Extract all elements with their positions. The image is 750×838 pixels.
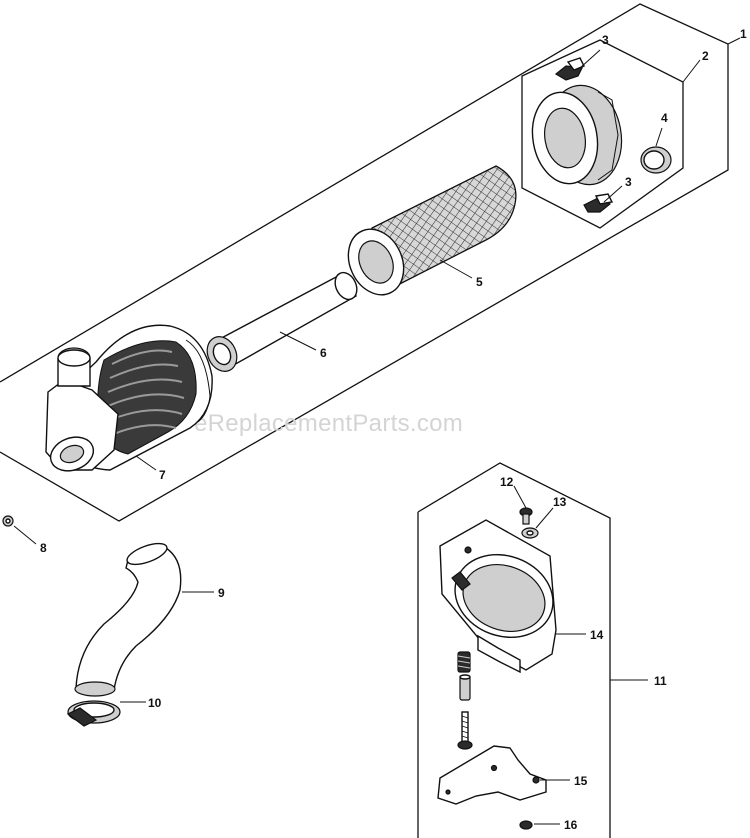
part-7-housing — [45, 324, 213, 472]
part-9-hose — [74, 542, 182, 697]
part-10-clamp — [66, 700, 121, 727]
part-14-bracket — [439, 519, 557, 674]
callout-9: 9 — [218, 586, 225, 600]
callout-5: 5 — [476, 275, 483, 289]
part-8-nut — [2, 515, 14, 527]
part-15-plate — [437, 745, 547, 805]
part-4-ring — [640, 146, 672, 174]
assembly-2-outline — [521, 39, 684, 229]
assembly-11-outline — [417, 462, 611, 838]
part-3-latch-top — [554, 57, 585, 81]
leader-lines — [13, 37, 741, 825]
part-16-nut — [519, 820, 533, 830]
part-2-cover — [531, 84, 623, 186]
callout-4: 4 — [661, 111, 668, 125]
watermark-text: eReplacementParts.com — [194, 410, 463, 437]
callout-16: 16 — [564, 818, 578, 832]
callout-1: 1 — [740, 27, 747, 41]
callout-11: 11 — [654, 674, 667, 688]
part-spacer — [459, 674, 471, 701]
assembly-1-outline — [0, 3, 729, 522]
callout-3-bottom: 3 — [625, 175, 632, 189]
callout-2: 2 — [702, 49, 709, 63]
callout-7: 7 — [159, 468, 166, 482]
callout-12: 12 — [500, 475, 514, 489]
callout-14: 14 — [590, 628, 604, 642]
part-13-washer — [521, 527, 539, 539]
part-3-latch-bottom — [583, 193, 614, 213]
part-spring — [457, 651, 471, 673]
callout-3-top: 3 — [602, 33, 609, 47]
callout-6: 6 — [320, 346, 327, 360]
callout-8: 8 — [40, 541, 47, 555]
callout-13: 13 — [553, 495, 567, 509]
part-12-screw — [519, 507, 533, 525]
part-bolt — [457, 711, 473, 750]
part-5-filter-element — [347, 165, 517, 296]
part-6-inner-tube — [206, 271, 358, 372]
callout-15: 15 — [574, 774, 588, 788]
callout-10: 10 — [148, 696, 162, 710]
